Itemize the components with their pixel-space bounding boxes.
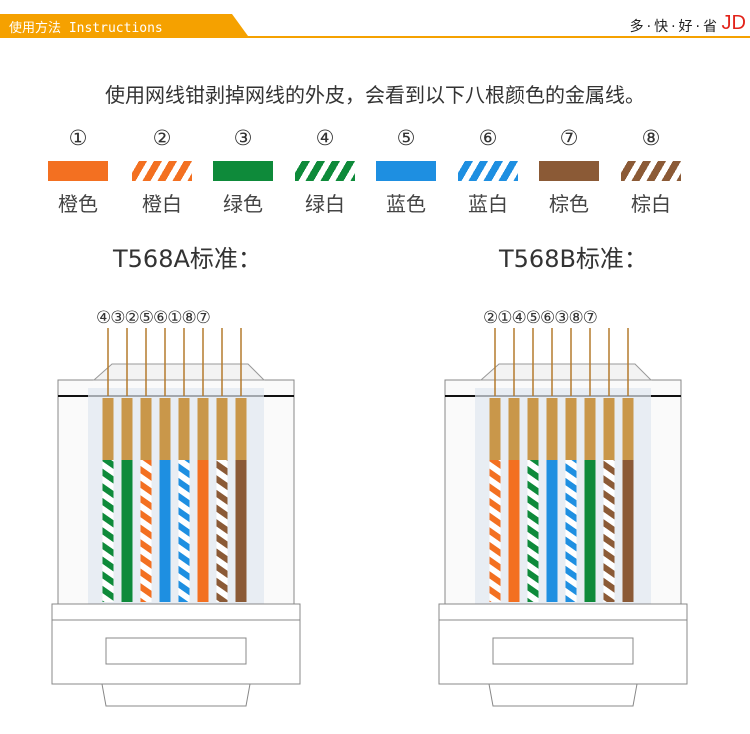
legend-item-7: ⑦ 棕色 [529,124,609,217]
contact-cavity [88,388,264,604]
wire-1 [197,460,209,602]
wire-3 [584,460,596,602]
wire-2 [489,460,501,602]
boot-bottom [488,683,638,707]
plug-lip [438,603,688,621]
legend-name: 蓝白 [468,192,508,216]
legend-name: 橙色 [58,192,98,216]
legend-number: ③ [233,126,253,150]
legend-number: ⑥ [478,126,498,150]
wire-7 [235,460,247,602]
copper-contact [622,398,634,462]
plug-top-cap [92,363,266,381]
copper-contact [546,398,558,462]
wire-7 [622,460,634,602]
copper-contact [140,398,152,462]
legend-name: 绿白 [305,192,345,216]
striped-swatch [132,161,192,181]
legend-name: 橙白 [142,192,182,216]
solid-swatch [539,161,599,181]
t568a-wire-order: ④③②⑤⑥①⑧⑦ [96,308,211,328]
plug-lip [51,603,301,621]
striped-swatch [458,161,518,181]
wire-8 [603,460,615,602]
legend-number: ① [68,126,88,150]
solid-swatch [213,161,273,181]
section-tag-label: 使用方法 Instructions [9,21,163,36]
solid-swatch [376,161,436,181]
jd-logo: JD [721,12,746,34]
slogan: 多·快·好·省 [629,19,720,35]
boot-window [492,637,634,665]
legend-name: 蓝色 [386,192,426,216]
copper-contact [508,398,520,462]
wire-6 [178,460,190,602]
copper-contact [159,398,171,462]
copper-contact [197,398,209,462]
legend-name: 绿色 [223,192,263,216]
legend-name: 棕色 [549,192,589,216]
legend-name: 棕白 [631,192,671,216]
legend-item-5: ⑤ 蓝色 [366,124,446,217]
section-tag: 使用方法 Instructions [0,14,248,36]
wire-6 [565,460,577,602]
t568b-wire-order: ②①④⑤⑥③⑧⑦ [483,308,598,328]
copper-contact [102,398,114,462]
copper-contact [527,398,539,462]
legend-item-3: ③ 绿色 [203,124,283,217]
striped-swatch [621,161,681,181]
t568a-connector-diagram [51,328,301,707]
wire-4 [102,460,114,602]
copper-contact [603,398,615,462]
legend-number: ② [152,126,172,150]
solid-swatch [48,161,108,181]
legend-number: ⑤ [396,126,416,150]
striped-swatch [295,161,355,181]
header-rule [0,36,750,38]
wire-4 [527,460,539,602]
boot-window [105,637,247,665]
legend-item-4: ④ 绿白 [285,124,365,217]
copper-contact [178,398,190,462]
contact-cavity [475,388,651,604]
copper-contact [235,398,247,462]
legend-item-1: ① 橙色 [38,124,118,217]
wire-5 [546,460,558,602]
legend-item-8: ⑧ 棕白 [611,124,691,217]
instruction-text: 使用网线钳剥掉网线的外皮，会看到以下八根颜色的金属线。 [105,83,645,107]
top-header: 使用方法 Instructions 多·快·好·省 JD [0,0,750,40]
wire-3 [121,460,133,602]
wire-5 [159,460,171,602]
wire-8 [216,460,228,602]
wire-2 [140,460,152,602]
legend-item-6: ⑥ 蓝白 [448,124,528,217]
copper-contact [216,398,228,462]
legend-item-2: ② 橙白 [122,124,202,217]
wire-1 [508,460,520,602]
copper-contact [584,398,596,462]
t568a-title: T568A标准： [113,245,262,273]
boot-bottom [101,683,251,707]
copper-contact [489,398,501,462]
copper-contact [121,398,133,462]
legend-number: ④ [315,126,335,150]
legend-number: ⑧ [641,126,661,150]
plug-top-cap [479,363,653,381]
t568b-connector-diagram [438,328,688,707]
t568b-title: T568B标准： [499,245,648,273]
copper-contact [565,398,577,462]
legend-number: ⑦ [559,126,579,150]
